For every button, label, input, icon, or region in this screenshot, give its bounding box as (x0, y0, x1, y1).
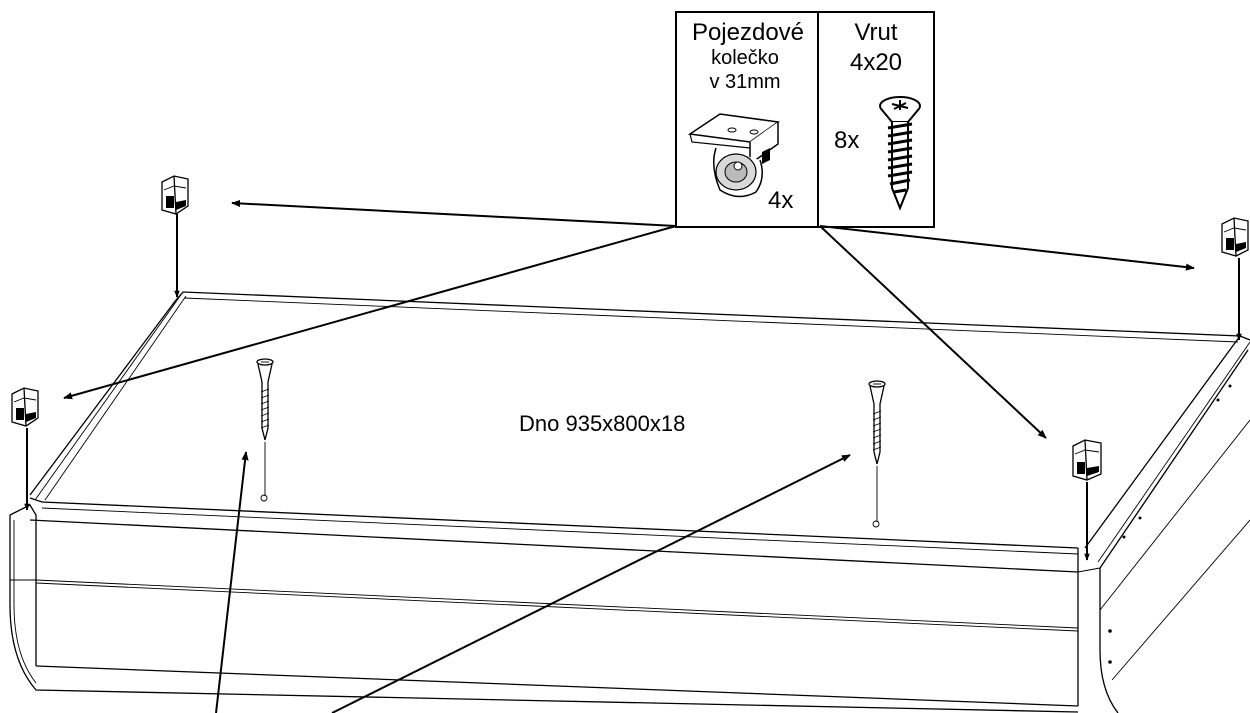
screw-right-on-board (868, 380, 886, 522)
screw-quantity: 8x (834, 127, 859, 154)
caster-top-left (161, 175, 189, 215)
caster-quantity: 4x (768, 187, 793, 214)
caster-pointer-arrows (63, 199, 1195, 439)
caster-wheel-icon (687, 113, 780, 198)
bottom-board-drawing (9, 291, 1250, 713)
caster-name-line3: v 31mm (709, 71, 780, 93)
caster-name-line1: Pojezdové (692, 19, 804, 46)
screw-name-line2: 4x20 (850, 49, 902, 76)
screw-left-on-board (256, 358, 274, 496)
caster-name-line2: kolečko (711, 47, 779, 69)
board-label: Dno 935x800x18 (519, 411, 685, 436)
caster-top-right (1221, 217, 1249, 257)
caster-right-front (1072, 439, 1102, 481)
screw-pointer-arrows (215, 451, 851, 713)
parts-table: Pojezdové kolečko v 31mm 4x Vrut 4x20 8x (675, 11, 935, 228)
wood-screw-icon (879, 96, 921, 211)
caster-left (11, 387, 39, 427)
screw-name-line1: Vrut (854, 19, 897, 46)
